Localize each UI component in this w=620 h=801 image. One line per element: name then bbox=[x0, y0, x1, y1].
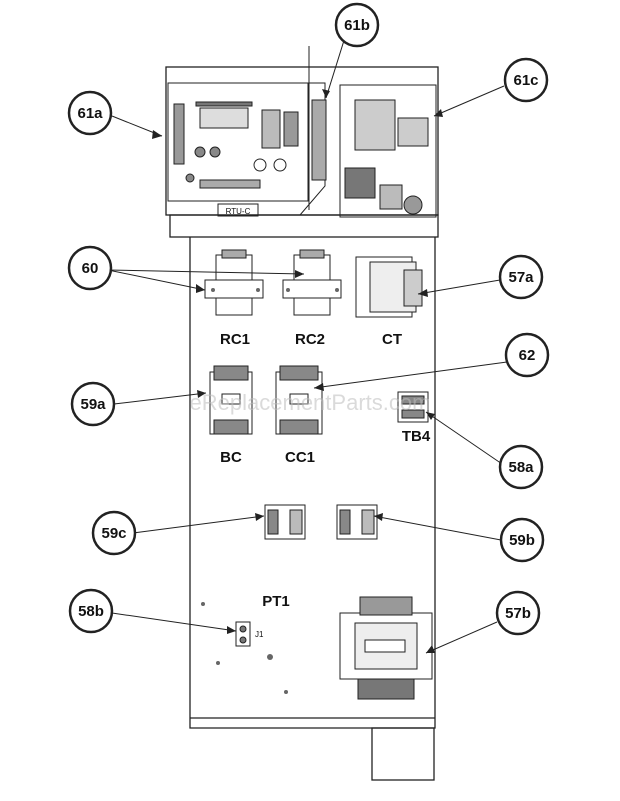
transformer-57b bbox=[339, 596, 433, 700]
contactor-bc bbox=[209, 365, 253, 435]
capacitor-rc2 bbox=[282, 249, 342, 316]
label-ct: CT bbox=[382, 331, 402, 348]
callout-61b-text: 61b bbox=[344, 17, 370, 34]
label-pt1: PT1 bbox=[262, 593, 290, 610]
callout-59c-text: 59c bbox=[101, 525, 126, 542]
board-label: RTU-C bbox=[226, 207, 251, 216]
callout-59a: 59a bbox=[70, 381, 116, 427]
callout-57a-text: 57a bbox=[508, 269, 534, 286]
terminal-block-tb4 bbox=[397, 391, 429, 423]
label-tb4: TB4 bbox=[402, 428, 431, 445]
leader-arrows bbox=[152, 89, 443, 653]
callout-62: 62 bbox=[504, 332, 550, 378]
callout-58b: 58b bbox=[68, 588, 114, 634]
label-bc: BC bbox=[220, 449, 242, 466]
callout-61a: 61a bbox=[67, 90, 113, 136]
watermark: eReplacementParts.com bbox=[190, 390, 431, 415]
plug-j1 bbox=[235, 621, 251, 647]
relay-59c bbox=[264, 504, 306, 540]
callout-57b-text: 57b bbox=[505, 605, 531, 622]
leader-lines bbox=[107, 33, 508, 654]
contactor-cc1 bbox=[275, 365, 323, 435]
callout-60: 60 bbox=[67, 245, 113, 291]
callout-57a: 57a bbox=[498, 254, 544, 300]
label-cc1: CC1 bbox=[285, 449, 315, 466]
callout-61c-text: 61c bbox=[513, 72, 538, 89]
relay-59b bbox=[336, 504, 378, 540]
callout-58a-text: 58a bbox=[508, 459, 534, 476]
callout-59b: 59b bbox=[499, 517, 545, 563]
current-transformer-ct bbox=[355, 256, 423, 318]
callout-59b-text: 59b bbox=[509, 532, 535, 549]
panel-body bbox=[165, 66, 439, 781]
mounting-screws bbox=[201, 288, 339, 694]
capacitor-rc1 bbox=[204, 249, 264, 316]
callout-59a-text: 59a bbox=[80, 396, 106, 413]
label-j1: J1 bbox=[255, 630, 264, 639]
callout-62-text: 62 bbox=[519, 347, 536, 364]
callout-61b: 61b bbox=[334, 2, 380, 48]
relay-board bbox=[339, 84, 437, 218]
rtu-c-control-board bbox=[167, 82, 327, 217]
callout-59c: 59c bbox=[91, 510, 137, 556]
label-rc2: RC2 bbox=[295, 331, 325, 348]
callout-58b-text: 58b bbox=[78, 603, 104, 620]
callout-61c: 61c bbox=[503, 57, 549, 103]
callout-60-text: 60 bbox=[82, 260, 99, 277]
callout-57b: 57b bbox=[495, 590, 541, 636]
label-rc1: RC1 bbox=[220, 331, 250, 348]
callout-61a-text: 61a bbox=[77, 105, 103, 122]
callout-58a: 58a bbox=[498, 444, 544, 490]
